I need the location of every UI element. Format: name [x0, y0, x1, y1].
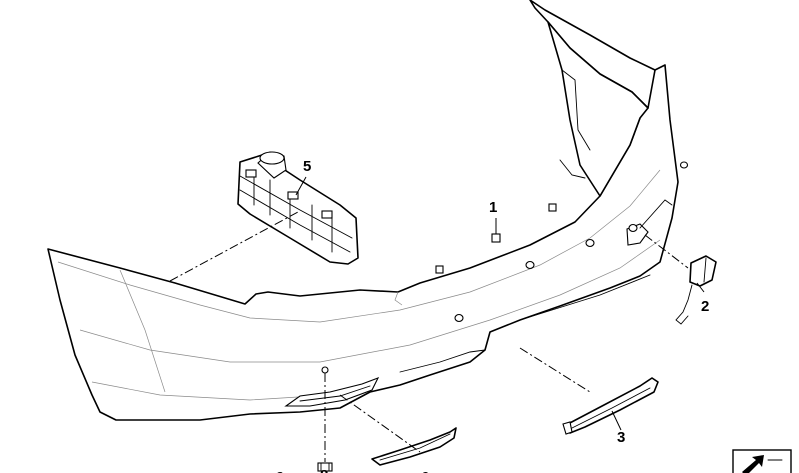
callout-part-2: 2 — [701, 298, 709, 315]
pdc-hole — [585, 238, 595, 248]
pdc-hole — [454, 313, 464, 323]
mounting-clip — [435, 265, 444, 274]
bumper-cover — [47, 0, 689, 421]
fastener-clip — [317, 462, 333, 472]
callout-part-8: 8 — [320, 467, 328, 473]
pdc-hole — [628, 223, 638, 233]
callout-part-6: 6 — [421, 469, 429, 473]
bumper-inner-wall — [547, 21, 649, 197]
pdc-bracket — [237, 151, 359, 265]
bumper-cover-outline — [47, 64, 679, 421]
mounting-clip — [491, 233, 501, 243]
bolt-hole — [321, 366, 329, 374]
bmw-parts-arrow-logo-icon — [732, 449, 792, 473]
callouts: 1 2 3 5 6 8 9 — [276, 158, 709, 473]
callout-part-1: 1 — [489, 199, 497, 216]
callout-part-5: 5 — [303, 158, 311, 175]
tow-hook-cover — [675, 255, 717, 325]
reflector-recess — [284, 376, 380, 407]
mounting-clip — [548, 203, 557, 212]
pdc-hole — [679, 161, 689, 169]
leader-lines — [169, 176, 705, 462]
diffuser-strip — [371, 427, 457, 466]
pdc-hole — [525, 260, 535, 270]
callout-part-3: 3 — [617, 429, 625, 446]
callout-part-9: 9 — [276, 469, 284, 473]
side-trim-strip — [562, 377, 659, 435]
